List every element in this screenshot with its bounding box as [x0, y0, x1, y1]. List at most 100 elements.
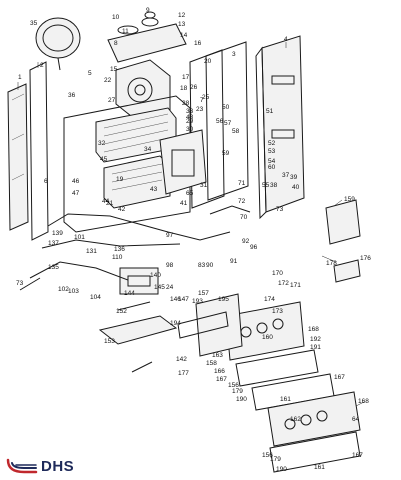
callout-166: 170	[272, 270, 283, 277]
callout-163: 168	[308, 326, 319, 333]
burner-door-panel	[159, 129, 207, 195]
callout-81: 83	[198, 262, 206, 269]
callout-51: 51	[266, 108, 274, 115]
callout-39: 39	[290, 174, 298, 181]
callout-136: 139	[52, 230, 63, 237]
callout-48: 48	[186, 114, 194, 121]
callout-146: 152	[116, 308, 127, 315]
callout-172: 177	[178, 370, 189, 377]
callout-175b: 190	[276, 466, 287, 473]
callout-140: 144	[124, 290, 135, 297]
callout-30: 30	[186, 126, 194, 133]
callout-144: 146	[170, 296, 181, 303]
callout-33: 33	[186, 108, 194, 115]
callout-44: 44	[102, 198, 110, 205]
callout-160: 166	[214, 368, 225, 375]
callout-66: 64	[352, 416, 360, 423]
callout-5: 5	[88, 70, 92, 77]
flue-hood-assembly	[107, 11, 187, 63]
callout-174b: 179	[270, 456, 281, 463]
callout-73: 71	[238, 180, 246, 187]
callout-154: 158	[206, 360, 217, 367]
callout-155: 159	[344, 196, 355, 203]
callout-16: 16	[194, 40, 202, 47]
burner-assembly	[103, 155, 171, 209]
callout-170: 174	[264, 296, 275, 303]
dhs-logo: DHS	[6, 456, 74, 476]
callout-29: 29	[186, 118, 194, 125]
lower-tray	[98, 315, 178, 345]
callout-98: 101	[74, 234, 85, 241]
callout-147: 153	[104, 338, 115, 345]
callout-46: 46	[72, 178, 80, 185]
callout-99: 102	[58, 286, 69, 293]
callout-165: 168	[358, 398, 369, 405]
callout-8: 8	[114, 40, 118, 47]
callout-43: 43	[150, 186, 158, 193]
callout-31: 31	[200, 182, 208, 189]
callout-54: 54	[268, 158, 276, 165]
callout-3: 3	[232, 51, 236, 58]
callout-145: 147	[178, 296, 189, 303]
callout-110: 131	[86, 248, 97, 255]
callout-137: 140	[150, 272, 161, 279]
callout-75b: 73	[16, 280, 24, 287]
logo-text: DHS	[41, 457, 75, 475]
callout-10: 10	[112, 14, 120, 21]
callout-38: 38	[270, 182, 278, 189]
callout-70: 65	[186, 190, 194, 197]
callout-60: 60	[268, 164, 276, 171]
callout-34: 34	[144, 146, 152, 153]
callout-157: 161	[280, 396, 291, 403]
callout-179: 194	[170, 320, 181, 327]
callout-152b: 156	[262, 452, 273, 459]
callout-42: 42	[118, 206, 126, 213]
callout-6: 6	[44, 178, 48, 185]
callout-56: 56	[216, 118, 224, 125]
callout-159: 163	[212, 352, 223, 359]
gas-valve-assembly	[119, 267, 159, 295]
callout-97: 98	[166, 262, 174, 269]
callout-22: 22	[104, 77, 112, 84]
control-fascia-lower	[267, 391, 361, 473]
callout-23: 23	[196, 106, 204, 113]
callout-40: 40	[292, 184, 300, 191]
right-casing-panel	[255, 35, 305, 220]
callout-90: 91	[230, 258, 238, 265]
callout-171: 176	[360, 255, 371, 262]
callout-9: 9	[146, 7, 150, 14]
callout-177: 192	[310, 336, 321, 343]
callout-45: 45	[100, 156, 108, 163]
callout-1: 1	[18, 74, 22, 81]
callout-26: 26	[190, 84, 198, 91]
callout-139: 142	[176, 356, 187, 363]
callout-13: 13	[178, 21, 186, 28]
callout-37: 37	[282, 172, 290, 179]
callout-104: 110	[112, 254, 123, 261]
callout-174: 179	[232, 388, 243, 395]
callout-92: 96	[250, 244, 258, 251]
callout-74: 72	[238, 198, 246, 205]
callout-41: 41	[180, 200, 188, 207]
callout-32: 32	[98, 140, 106, 147]
callout-28: 28	[182, 100, 190, 107]
callout-17: 17	[182, 74, 190, 81]
callout-173: 178	[326, 260, 337, 267]
callout-142: 145	[154, 284, 165, 291]
callout-162: 167	[334, 374, 345, 381]
callout-132: 136	[114, 246, 125, 253]
callout-2: 2	[40, 62, 44, 69]
callout-35: 35	[30, 20, 38, 27]
callout-175: 190	[236, 396, 247, 403]
callout-leaders	[17, 42, 365, 407]
callout-103: 104	[90, 294, 101, 301]
callout-102: 103	[68, 288, 79, 295]
callout-153: 157	[198, 290, 209, 297]
callout-4: 4	[284, 36, 288, 43]
callout-161: 167	[216, 376, 227, 383]
callout-47: 47	[72, 190, 80, 197]
callout-18: 18	[180, 85, 188, 92]
accessory-panels	[325, 199, 361, 283]
callout-59: 59	[222, 150, 230, 157]
callout-25: 25	[202, 94, 210, 101]
